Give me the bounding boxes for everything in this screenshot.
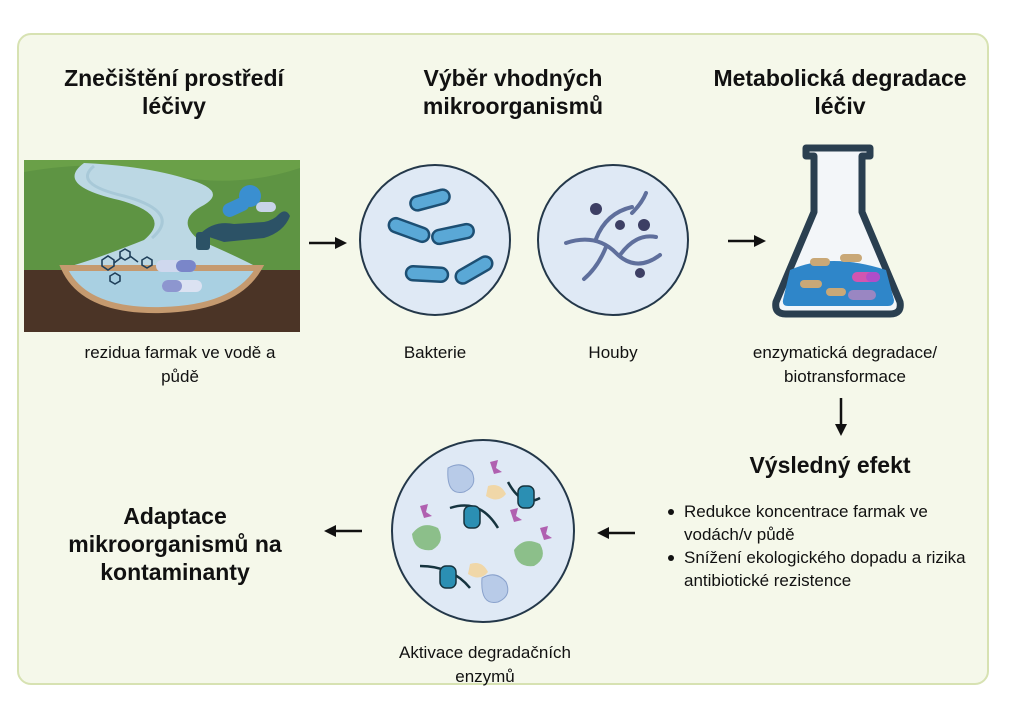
arrow-left-icon [324, 525, 362, 537]
enzymes-icon [391, 439, 575, 623]
label-enzymatic: enzymatická degradace/ biotransformace [752, 343, 938, 386]
arrow-left-icon [597, 527, 635, 539]
label-bacteria: Bakterie [403, 343, 467, 362]
hand-pills-icon [196, 185, 290, 250]
fungi-icon [537, 164, 689, 316]
result-item: Snížení ekologického dopadu a rizika ant… [662, 546, 982, 592]
title-pollution: Znečištění prostředí léčivy [64, 65, 284, 119]
river-landscape-icon [24, 160, 300, 332]
title-selection: Výběr vhodných mikroorganismů [422, 65, 604, 119]
label-enzymes: Aktivace degradačních enzymů [399, 643, 571, 686]
bacteria-icon [359, 164, 511, 316]
arrow-down-icon [835, 398, 847, 436]
result-list: Redukce koncentrace farmak ve vodách/v p… [662, 500, 982, 592]
title-result: Výsledný efekt [749, 452, 911, 478]
arrow-right-icon [309, 237, 347, 249]
title-adaptation: Adaptace mikroorganismů na kontaminanty [68, 503, 282, 585]
arrow-right-icon [728, 235, 766, 247]
label-residues: rezidua farmak ve vodě a půdě [84, 343, 276, 386]
title-metabolic: Metabolická degradace léčiv [713, 65, 967, 119]
flask-icon [772, 144, 904, 318]
result-item: Redukce koncentrace farmak ve vodách/v p… [662, 500, 982, 546]
label-fungi: Houby [588, 343, 638, 362]
